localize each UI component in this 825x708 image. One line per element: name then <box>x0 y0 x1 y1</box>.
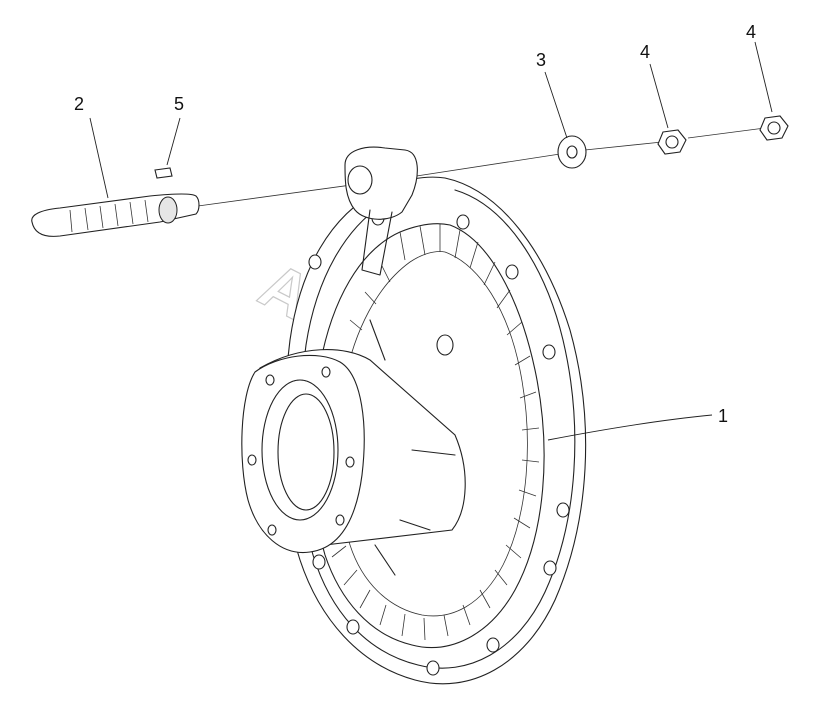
nut-2 <box>759 115 789 141</box>
shaft-body <box>31 193 200 237</box>
washer <box>557 135 587 169</box>
cone-gussets <box>369 319 456 576</box>
shaft-collar <box>158 196 178 224</box>
callout-2: 2 <box>74 94 84 114</box>
callout-5: 5 <box>174 94 184 114</box>
shaft <box>31 193 200 237</box>
housing-cover <box>241 146 587 685</box>
lug-arm <box>361 209 393 276</box>
housing-lug-boss <box>344 146 418 220</box>
leader-3 <box>544 71 568 139</box>
leader-5 <box>166 117 181 166</box>
lug-bore <box>347 165 373 195</box>
assembly-axis-line <box>197 127 766 207</box>
leader-1 <box>547 414 713 441</box>
shaft-grooves <box>69 199 149 233</box>
callout-3: 3 <box>536 50 546 70</box>
woodruff-key <box>154 167 173 179</box>
leader-4b <box>754 41 773 113</box>
callout-4b: 4 <box>746 22 756 42</box>
nut-1 <box>657 129 687 155</box>
cone-bore-inner <box>277 393 335 511</box>
housing-fitting <box>436 334 454 356</box>
cone-bore <box>261 379 339 521</box>
leader-2 <box>89 117 109 199</box>
housing-inner-rim <box>312 223 545 649</box>
callout-1: 1 <box>718 406 728 426</box>
flange-bolt-holes <box>308 210 570 676</box>
housing-rib-ring <box>338 251 528 617</box>
leader-4a <box>649 63 669 129</box>
callout-4a: 4 <box>640 42 650 62</box>
cone-flange-holes <box>247 366 355 536</box>
